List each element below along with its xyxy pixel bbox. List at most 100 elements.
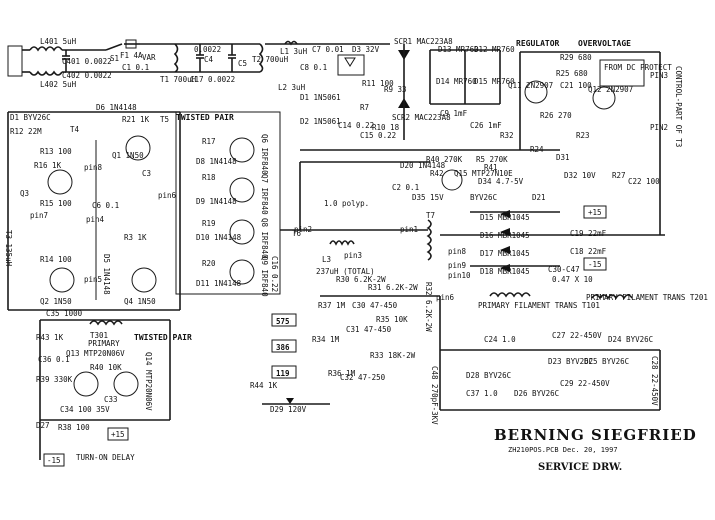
c15-label: C15 0.22 <box>360 131 396 140</box>
out386-label: 386 <box>276 343 290 352</box>
c8-label: C8 0.1 <box>300 63 327 72</box>
c19-label: C19 22mF <box>570 229 607 238</box>
r19-label: R19 <box>202 219 216 228</box>
r7-label: R7 <box>360 103 369 112</box>
pin8-l-label: pin8 <box>84 163 103 172</box>
d1n-label: D1 1N5061 <box>300 93 341 102</box>
c2-label: C2 0.1 <box>392 183 419 192</box>
pin6-l-label: pin6 <box>158 191 177 200</box>
d13-label: D13 MR760 <box>438 45 479 54</box>
filament-section: PRIMARY FILAMENT TRANS T101 PRIMARY FILA… <box>478 292 708 310</box>
r15-label: R15 100 <box>40 199 72 208</box>
overvoltage-heading: OVERVOLTAGE <box>578 39 631 48</box>
r38-label: R38 100 <box>58 423 90 432</box>
mosfet-q14 <box>113 371 139 397</box>
c18-label: C18 22mF <box>570 247 607 256</box>
transformer-t301 <box>89 320 123 326</box>
t4-label: T4 <box>70 125 80 134</box>
twisted-pair-bottom: TWISTED PAIR <box>134 333 192 342</box>
t2-label: T2 700uH <box>252 55 289 64</box>
twisted-pair-top: TWISTED PAIR <box>176 113 234 122</box>
c100-label: C21 100 <box>560 81 592 90</box>
t301-label: T301 <box>90 331 108 340</box>
zener-d3 <box>344 57 356 67</box>
primary-label: PRIMARY <box>88 339 120 348</box>
r10-label: R10 18 <box>372 123 400 132</box>
plus15-box <box>583 205 607 219</box>
d28-label: D28 BYV26C <box>466 371 511 380</box>
regulator-heading: REGULATOR <box>516 39 560 48</box>
d27-label: D27 <box>36 421 50 430</box>
inductor-l401 <box>29 46 63 52</box>
mosfet-q2 <box>49 267 75 293</box>
pin4-label: pin4 <box>86 215 105 224</box>
d5-label: D5 1N4148 <box>102 254 111 295</box>
pin8-m-label: pin8 <box>448 247 467 256</box>
c4-label: C4 <box>204 55 214 64</box>
c22-label: C22 100 <box>628 177 660 186</box>
d21-label: D21 <box>532 193 546 202</box>
d3-label: D3 32V <box>352 45 380 54</box>
c30b-label: C30 47-450 <box>352 301 398 310</box>
top-section: T2 700uH L1 3uH L2 3uH C8 0.1 C7 0.01 D3… <box>252 37 560 202</box>
c1-0-label: 1.0 polyp. <box>324 199 369 208</box>
c34-label: C34 100 35V <box>60 405 110 414</box>
plus15-bl-box <box>107 427 129 441</box>
c9-label: C9 1mF <box>440 109 468 118</box>
c402-label: C402 0.0022 <box>62 71 112 80</box>
c16-label: C16 0.22 <box>270 256 279 292</box>
d20-label: D20 1N4148 <box>400 161 446 170</box>
l3-val-label: 237uH (TOTAL) <box>316 267 375 276</box>
c5-label: C5 <box>238 59 247 68</box>
pin7-l-label: pin7 <box>30 211 48 220</box>
d10-label: D10 1N4148 <box>196 233 242 242</box>
r33-label: R33 18K-2W <box>370 351 416 360</box>
r42-label: R42 <box>430 169 444 178</box>
fuse-f1 <box>125 39 137 49</box>
c48-label: C48 270pF-3KV <box>430 366 439 425</box>
q7-label: Q7 IRF840 <box>260 174 269 215</box>
title-file-line: ZH210POS.PCB Dec. 20, 1997 <box>508 446 618 454</box>
r24-label: R24 <box>530 145 544 154</box>
d11-label: D11 1N4148 <box>196 279 242 288</box>
d31-label: D31 <box>556 153 570 162</box>
c36-label: C36 0.1 <box>38 355 70 364</box>
c26-label: C26 1mF <box>470 121 502 130</box>
mosfet-q6 <box>229 137 255 163</box>
q14-label: Q14 MTP20N06V <box>144 352 153 411</box>
r12-label: R12 22M <box>10 127 42 136</box>
out119-label: 119 <box>276 369 290 378</box>
q2-label: Q2 1N50 <box>40 297 72 306</box>
r11-label: R11 100 <box>362 79 394 88</box>
minus15-label: -15 <box>588 260 602 269</box>
dc-protect-box <box>599 59 645 87</box>
pin6-m-label: pin6 <box>436 293 455 302</box>
q3-label: Q3 <box>20 189 29 198</box>
d18-label: D18 MBR1045 <box>480 267 530 276</box>
c29-label: C29 22-450V <box>560 379 610 388</box>
d16-label: D16 MBR1045 <box>480 231 530 240</box>
control-label: CONTROL-PART OF T3 <box>674 66 683 147</box>
d12-label: D12 MR760 <box>474 45 515 54</box>
c28-label: C28 22-450V <box>650 356 659 406</box>
plus15-bl-label: +15 <box>111 430 125 439</box>
mosfet-q8 <box>229 219 255 245</box>
d34-label: D34 4.7-5V <box>478 177 524 186</box>
mosfet-q9 <box>229 259 255 285</box>
r26-label: R26 270 <box>540 111 572 120</box>
r40b-label: R40 10K <box>90 363 122 372</box>
d15-label: D15 MBR1045 <box>480 213 530 222</box>
output-119-box <box>271 365 297 379</box>
rectifier-section: D15 MBR1045 D16 MBR1045 D17 MBR1045 D18 … <box>470 193 607 284</box>
mosfet-q15 <box>441 169 463 191</box>
mosfet-q3 <box>47 169 73 195</box>
l402-label: L402 5uH <box>40 80 77 89</box>
mosfet-q4 <box>131 267 157 293</box>
c33-label: C33 <box>104 395 118 404</box>
c3-label: C3 <box>142 169 151 178</box>
pin9-label: pin9 <box>448 261 466 270</box>
d26-label: D26 BYV26C <box>514 389 559 398</box>
d15t-label: D15 MR760 <box>474 77 515 86</box>
c7-label: C7 0.01 <box>312 45 344 54</box>
t5-label: T5 <box>160 115 169 124</box>
